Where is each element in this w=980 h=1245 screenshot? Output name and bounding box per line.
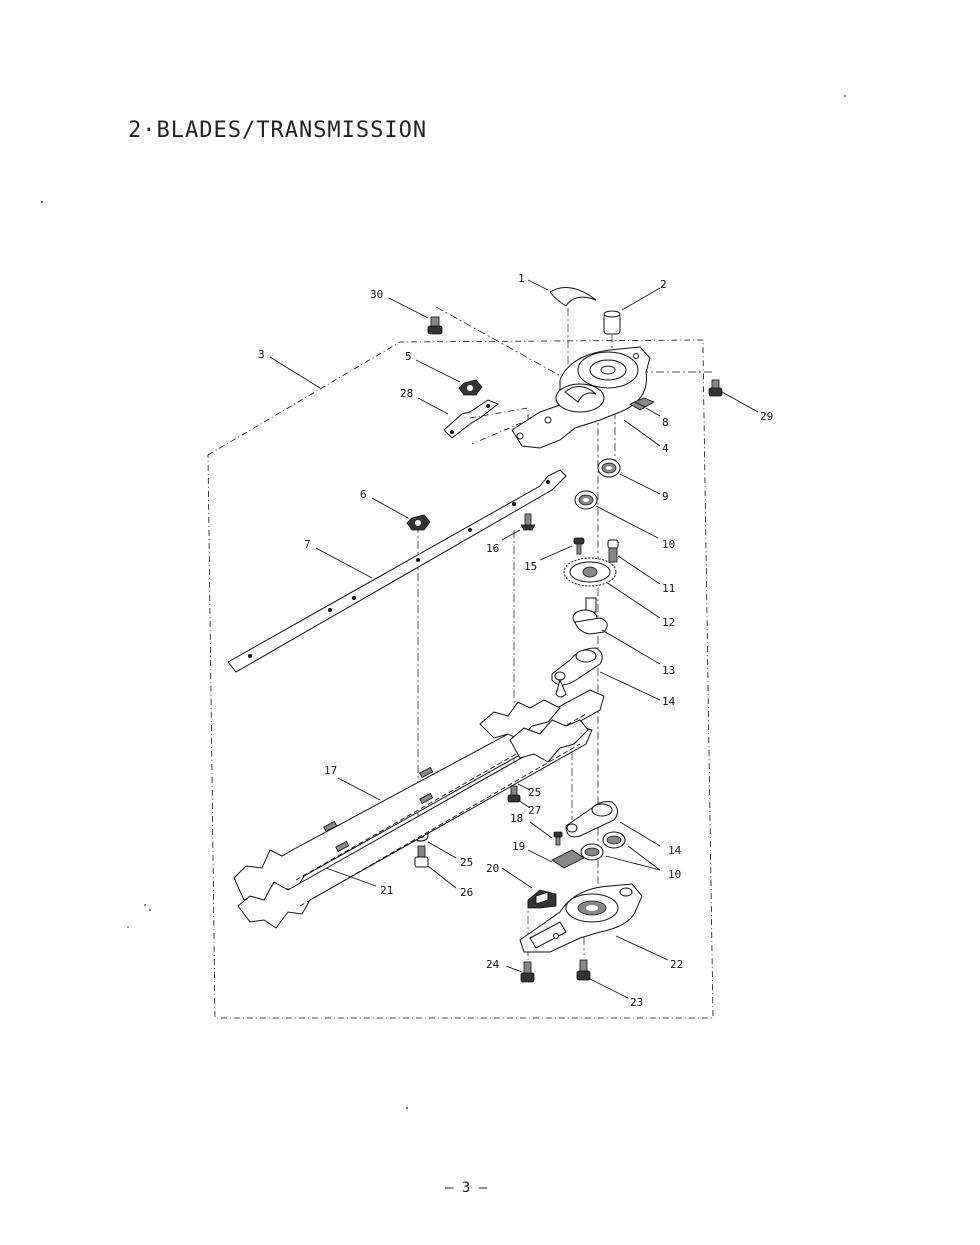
callout-19: 19 — [512, 840, 525, 853]
callout-14b: 14 — [668, 844, 682, 857]
callout-15: 15 — [524, 560, 537, 573]
part-28-plate — [443, 399, 529, 445]
callout-3: 3 — [258, 348, 265, 361]
part-15-screw — [573, 537, 585, 555]
part-16-screw — [520, 513, 536, 531]
callout-9: 9 — [662, 490, 669, 503]
callout-26: 26 — [460, 886, 473, 899]
part-22-gear-case-bottom — [519, 883, 643, 953]
part-30-screw — [427, 316, 443, 335]
callout-25a: 25 — [528, 786, 541, 799]
callout-29: 29 — [760, 410, 773, 423]
part-10-bearing — [574, 490, 598, 510]
callout-25b: 25 — [460, 856, 473, 869]
part-10-bearings-lower — [580, 831, 626, 861]
callout-numbers: 1 2 3 30 5 28 29 8 4 6 9 7 16 10 15 11 1… — [258, 272, 773, 1009]
callout-24: 24 — [486, 958, 500, 971]
part-23-screw — [576, 959, 591, 981]
callout-10a: 10 — [662, 538, 675, 551]
part-18-screw — [553, 831, 563, 846]
callout-5: 5 — [405, 350, 412, 363]
callout-1: 1 — [518, 272, 525, 285]
part-26-screw — [414, 845, 429, 868]
callout-2: 2 — [660, 278, 667, 291]
part-4-gear-case-top — [511, 346, 651, 449]
callout-22: 22 — [670, 958, 683, 971]
callout-17: 17 — [324, 764, 337, 777]
part-5-nut — [458, 379, 483, 396]
callout-8: 8 — [662, 416, 669, 429]
callout-6: 6 — [360, 488, 367, 501]
part-20-guide-block — [527, 889, 557, 909]
callout-7: 7 — [304, 538, 311, 551]
callout-21: 21 — [380, 884, 393, 897]
part-21-lower-blade — [237, 719, 593, 929]
callout-leaders — [269, 279, 759, 999]
part-14-connecting-rod-upper — [551, 647, 603, 698]
assembly-frame — [207, 339, 714, 1019]
part-13-crank — [572, 597, 608, 635]
part-7-guide-bar — [227, 469, 567, 673]
callout-4: 4 — [662, 442, 669, 455]
scan-specks — [40, 95, 846, 1109]
page-number: – 3 – — [445, 1180, 488, 1196]
part-24-screw — [520, 961, 535, 983]
callout-11: 11 — [662, 582, 675, 595]
part-12-gear — [563, 557, 617, 587]
part-9-bearing — [597, 458, 621, 478]
part-29-screw — [708, 379, 723, 397]
page-title: 2·BLADES/TRANSMISSION — [128, 118, 428, 143]
part-6-nut — [406, 514, 431, 531]
part-14-connecting-rod-lower — [565, 801, 618, 838]
callout-13: 13 — [662, 664, 675, 677]
callout-28: 28 — [400, 387, 413, 400]
callout-12: 12 — [662, 616, 675, 629]
callout-30: 30 — [370, 288, 383, 301]
part-1-crescent-cap — [549, 287, 597, 307]
callout-18: 18 — [510, 812, 523, 825]
part-27-screw — [507, 785, 521, 803]
callout-16: 16 — [486, 542, 499, 555]
callout-23: 23 — [630, 996, 643, 1009]
part-11-pin — [607, 539, 619, 563]
part-17-upper-blade — [233, 689, 605, 905]
callout-27: 27 — [528, 804, 541, 817]
callout-10b: 10 — [668, 868, 681, 881]
part-8-set-screw — [629, 397, 655, 411]
callout-14a: 14 — [662, 695, 676, 708]
part-19-pad — [551, 849, 585, 869]
callout-20: 20 — [486, 862, 499, 875]
part-2-sleeve — [603, 310, 621, 335]
